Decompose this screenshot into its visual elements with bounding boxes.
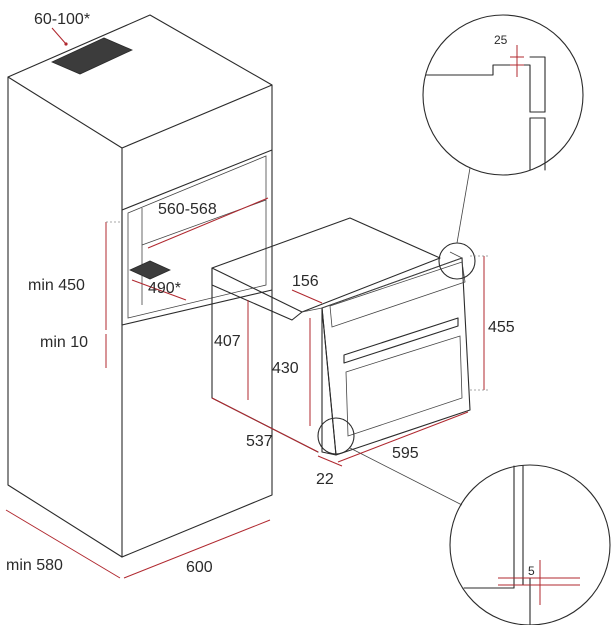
detail-bottom-leader [349, 447, 463, 506]
dim-niche-depth [131, 279, 187, 301]
oven-door-handle [343, 317, 459, 364]
label-oven-offset: 22 [316, 471, 334, 488]
cabinet-left-side [7, 76, 123, 558]
niche-inner-frame [127, 155, 267, 319]
dim-vent-gap [51, 27, 67, 45]
oven-body-left [211, 267, 319, 453]
dim-cabinet-depth [5, 509, 121, 579]
oven-rear-step [211, 267, 303, 321]
label-oven-width: 595 [392, 445, 419, 462]
dim-vent-gap-end [64, 42, 68, 46]
label-oven-430: 430 [272, 360, 299, 377]
dim-oven-width [337, 411, 469, 463]
label-detail-bottom: 5 [528, 564, 535, 578]
detail-marker-top [438, 242, 476, 280]
oven-top-trim [301, 251, 464, 313]
detail-top-leader [456, 167, 471, 244]
label-niche-depth: 490* [148, 280, 181, 297]
label-oven-step: 156 [292, 273, 319, 290]
dimension-lines [5, 27, 488, 579]
niche-floor-vent [129, 260, 171, 280]
label-oven-455: 455 [488, 319, 515, 336]
label-cabinet-depth: min 580 [6, 557, 63, 574]
detail-bottom: 5 [349, 447, 611, 625]
dim-oven-offset [317, 455, 343, 467]
detail-top-profile [425, 64, 531, 113]
oven-door-window [345, 335, 463, 437]
top-vent-slot [51, 37, 133, 75]
oven-control-strip [329, 261, 466, 328]
cabinet-right-edge-bottom [121, 289, 273, 558]
detail-top: 25 [422, 14, 584, 244]
oven-top-face [211, 217, 441, 313]
label-vent-gap: 60-100* [34, 11, 90, 28]
dimension-labels: 60-100* 560-568 min 450 490* min 10 min … [6, 11, 515, 576]
dim-niche-width [147, 197, 269, 249]
detail-top-panel [529, 56, 546, 113]
dim-oven-depth [211, 397, 319, 453]
label-oven-407: 407 [214, 333, 241, 350]
detail-circle-bottom [449, 464, 611, 625]
detail-marker-bottom [317, 417, 355, 455]
label-bottom-gap: min 10 [40, 334, 88, 351]
label-niche-width: 560-568 [158, 201, 217, 218]
cabinet-top-face [7, 14, 273, 149]
oven [211, 217, 476, 456]
dim-oven-step [291, 289, 323, 304]
label-detail-top: 25 [494, 33, 508, 47]
niche-outline [121, 149, 273, 326]
label-cabinet-width: 600 [186, 559, 213, 576]
detail-circle-top [422, 14, 584, 176]
dim-cabinet-width [123, 519, 271, 579]
label-niche-height: min 450 [28, 277, 85, 294]
oven-front-frame-side [321, 307, 337, 456]
cabinet [7, 14, 273, 558]
label-oven-depth: 537 [246, 433, 273, 450]
